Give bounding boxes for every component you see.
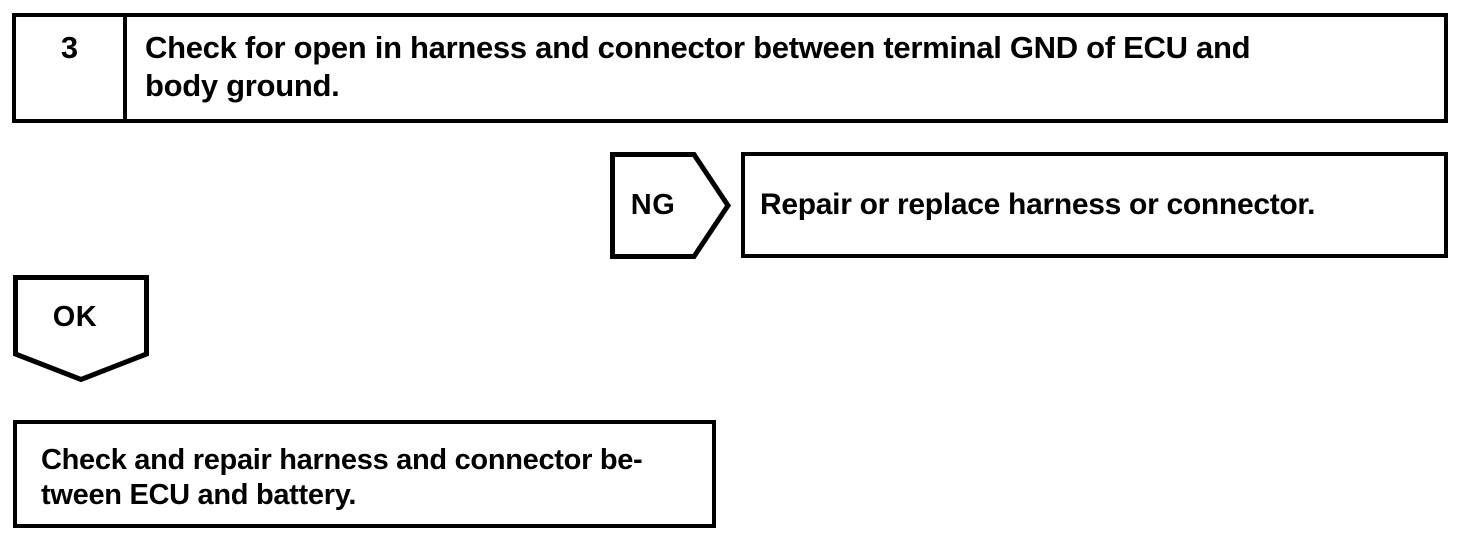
ng-action-box: Repair or replace harness or connector. [741,152,1448,258]
step-instruction-line-2: body ground. [145,68,340,103]
ok-label: OK [52,301,98,333]
next-action-line-1: Check and repair harness and connector b… [41,444,643,476]
ng-arrow-icon [610,152,731,259]
step-number: 3 [16,17,127,119]
ng-connector: NG [610,152,731,259]
next-action-line-2: tween ECU and battery. [41,479,357,511]
step-box: 3 Check for open in harness and connecto… [12,13,1448,123]
ok-arrow-icon [13,275,149,382]
step-instruction-line-1: Check for open in harness and connector … [145,30,1251,65]
ng-label: NG [630,189,676,221]
ok-connector: OK [13,275,149,382]
next-action-box: Check and repair harness and connector b… [13,420,716,528]
step-instruction: Check for open in harness and connector … [127,17,1444,119]
ng-action-text: Repair or replace harness or connector. [760,188,1316,221]
